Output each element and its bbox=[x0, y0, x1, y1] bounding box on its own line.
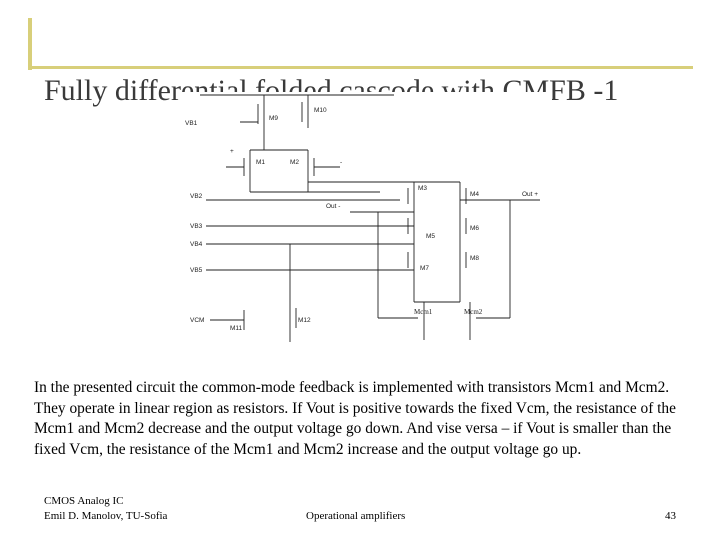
m6-label: M6 bbox=[470, 225, 479, 232]
out-plus-terminal: Out + bbox=[522, 191, 538, 198]
page-number: 43 bbox=[665, 510, 676, 522]
m10-label: M10 bbox=[314, 107, 327, 114]
footer-left: CMOS Analog IC Emil D. Manolov, TU-Sofia bbox=[44, 494, 167, 524]
m8-label: M8 bbox=[470, 255, 479, 262]
footer-topic: Operational amplifiers bbox=[306, 510, 406, 522]
plus-terminal: + bbox=[230, 148, 234, 155]
m7-label: M7 bbox=[420, 265, 429, 272]
mcm1-label: Mcm1 bbox=[414, 308, 433, 316]
minus-terminal: - bbox=[340, 159, 342, 166]
vcm-label: VCM bbox=[190, 317, 204, 324]
out-minus-terminal: Out - bbox=[326, 203, 340, 210]
m4-label: M4 bbox=[470, 191, 479, 198]
m2-label: M2 bbox=[290, 159, 299, 166]
slide-body-text: In the presented circuit the common-mode… bbox=[34, 379, 676, 458]
m12-label: M12 bbox=[298, 317, 311, 324]
footer-course: CMOS Analog IC bbox=[44, 495, 124, 507]
mcm2-label: Mcm2 bbox=[464, 308, 483, 316]
m3-label: M3 bbox=[418, 185, 427, 192]
decorative-frame-horizontal bbox=[28, 66, 693, 69]
m1-label: M1 bbox=[256, 159, 265, 166]
footer-author: Emil D. Manolov, TU-Sofia bbox=[44, 510, 168, 522]
vb1-label: VB1 bbox=[185, 120, 198, 127]
vb4-label: VB4 bbox=[190, 241, 203, 248]
circuit-schematic: VB1 M9 M10 + - M1 M2 VB2 VB3 VB4 VB5 M3 … bbox=[180, 92, 552, 344]
decorative-frame-vertical bbox=[28, 18, 32, 70]
m9-label: M9 bbox=[269, 115, 278, 122]
m11-label: M11 bbox=[230, 325, 243, 332]
m5-label: M5 bbox=[426, 233, 435, 240]
vb2-label: VB2 bbox=[190, 193, 203, 200]
vb3-label: VB3 bbox=[190, 223, 203, 230]
schematic-svg: VB1 M9 M10 + - M1 M2 VB2 VB3 VB4 VB5 M3 … bbox=[185, 94, 540, 342]
vb5-label: VB5 bbox=[190, 267, 203, 274]
